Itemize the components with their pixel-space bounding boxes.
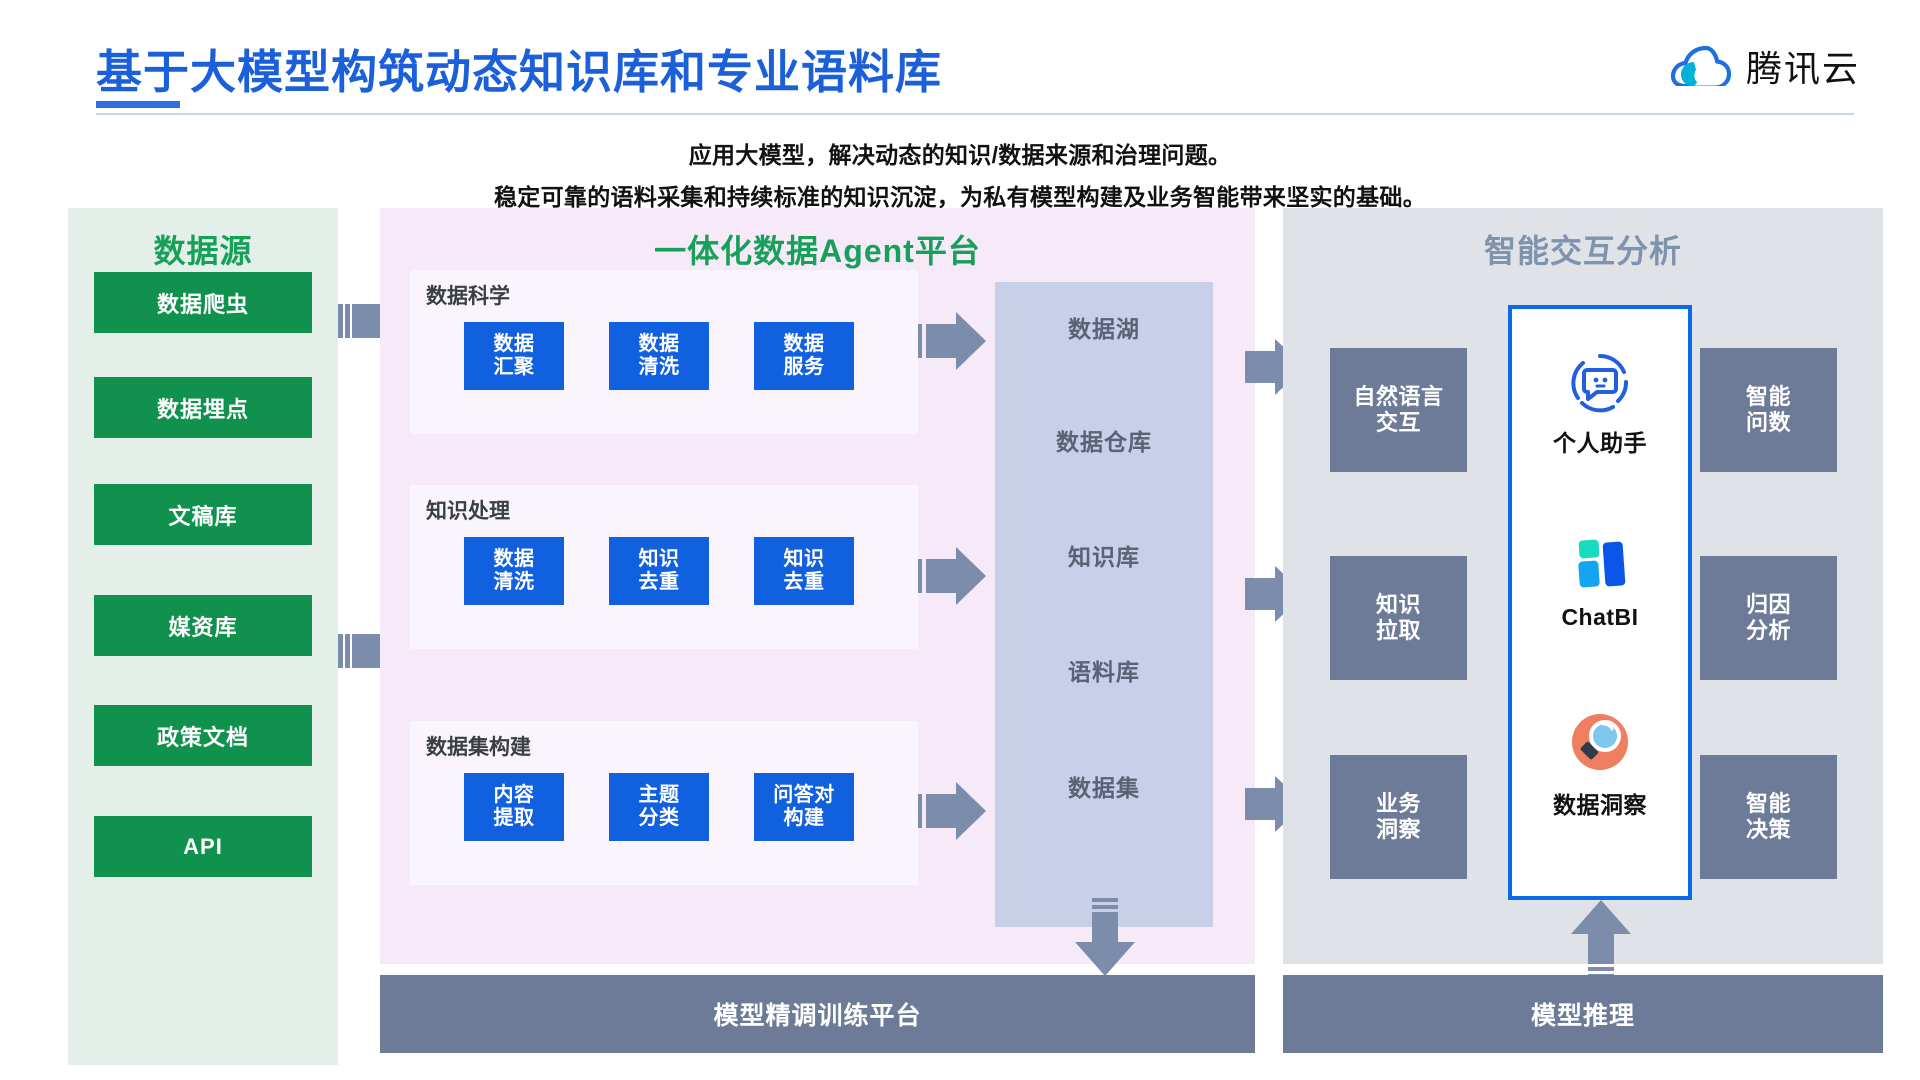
agent-platform-panel-title: 一体化数据Agent平台	[654, 233, 981, 269]
storage-column: 数据湖 数据仓库 知识库 语料库 数据集	[995, 282, 1213, 927]
source-item-crawler[interactable]: 数据爬虫	[94, 272, 312, 333]
storage-item-data-lake[interactable]: 数据湖	[1068, 316, 1140, 342]
step-qa-pair-construction[interactable]: 问答对 构建	[754, 773, 854, 841]
storage-item-dataset[interactable]: 数据集	[1068, 775, 1140, 801]
bottom-bar-training-platform[interactable]: 模型精调训练平台	[380, 975, 1255, 1053]
storage-item-corpus[interactable]: 语料库	[1068, 659, 1140, 685]
source-item-media[interactable]: 媒资库	[94, 595, 312, 656]
data-source-panel-title: 数据源	[153, 233, 253, 269]
subtitle-line-2: 稳定可靠的语料采集和持续标准的知识沉淀，为私有模型构建及业务智能带来坚实的基础。	[494, 184, 1426, 210]
step-line-1: 数据	[493, 333, 535, 355]
page-title: 基于大模型构筑动态知识库和专业语料库	[96, 46, 942, 98]
tile-line-1: 智能	[1745, 790, 1791, 816]
step-line-1: 问答对	[773, 784, 835, 806]
tile-natural-language-interaction[interactable]: 自然语言 交互	[1330, 348, 1467, 472]
card-item-data-insight[interactable]: 数据洞察	[1512, 709, 1688, 820]
group-knowledge-processing-label: 知识处理	[426, 500, 510, 523]
card-label-personal-assistant: 个人助手	[1553, 430, 1647, 456]
step-line-2: 分类	[638, 807, 680, 829]
step-line-2: 去重	[783, 571, 825, 593]
card-item-chatbi[interactable]: ChatBI	[1512, 531, 1688, 631]
tile-line-1: 自然语言	[1353, 383, 1444, 409]
header-divider	[96, 113, 1854, 115]
title-underline-accent	[96, 101, 180, 108]
tile-line-2: 拉取	[1375, 618, 1421, 643]
arrow-group3-to-storage	[918, 780, 988, 847]
source-item-api[interactable]: API	[94, 816, 312, 877]
storage-item-knowledge-base[interactable]: 知识库	[1068, 544, 1140, 570]
analysis-center-card: 个人助手 ChatBI 数据洞察	[1508, 305, 1692, 900]
group-data-science-label: 数据科学	[426, 285, 510, 308]
step-topic-classification[interactable]: 主题 分类	[609, 773, 709, 841]
step-line-2: 提取	[493, 807, 535, 829]
step-line-1: 主题	[638, 784, 680, 806]
step-line-1: 数据	[783, 333, 825, 355]
tile-attribution-analysis[interactable]: 归因 分析	[1700, 556, 1837, 680]
arrow-group1-to-storage	[918, 310, 988, 377]
step-data-service[interactable]: 数据 服务	[754, 322, 854, 390]
tile-intelligent-query[interactable]: 智能 问数	[1700, 348, 1837, 472]
step-line-2: 汇聚	[493, 356, 535, 378]
bottom-bar-model-inference[interactable]: 模型推理	[1283, 975, 1883, 1053]
group-data-science: 数据科学 数据 汇聚 数据 清洗 数据 服务	[410, 270, 918, 434]
tile-knowledge-retrieval[interactable]: 知识 拉取	[1330, 556, 1467, 680]
data-source-panel: 数据源 数据爬虫 数据埋点 文稿库 媒资库 政策文档 API	[68, 208, 338, 1065]
group-dataset-construction: 数据集构建 内容 提取 主题 分类 问答对 构建	[410, 721, 918, 885]
step-content-extraction[interactable]: 内容 提取	[464, 773, 564, 841]
tile-line-2: 分析	[1745, 618, 1791, 643]
step-line-1: 数据	[638, 333, 680, 355]
step-line-1: 知识	[638, 548, 680, 570]
intelligent-analysis-panel-title: 智能交互分析	[1483, 233, 1682, 269]
step-line-2: 构建	[783, 807, 825, 829]
tile-line-2: 问数	[1745, 410, 1791, 435]
tile-line-1: 归因	[1745, 591, 1791, 617]
tile-line-1: 业务	[1375, 790, 1421, 816]
tile-line-2: 决策	[1745, 817, 1791, 842]
magnifier-insight-icon	[1512, 709, 1688, 780]
step-knowledge-dedup-2[interactable]: 知识 去重	[754, 537, 854, 605]
step-data-aggregation[interactable]: 数据 汇聚	[464, 322, 564, 390]
brand-logo-text: 腾讯云	[1745, 48, 1860, 89]
arrow-inference-to-analysis	[1565, 898, 1637, 983]
step-line-2: 清洗	[493, 571, 535, 593]
card-label-chatbi: ChatBI	[1561, 604, 1639, 630]
step-line-2: 服务	[783, 356, 825, 378]
subtitle-line-1: 应用大模型，解决动态的知识/数据来源和治理问题。	[688, 142, 1232, 168]
step-knowledge-dedup-1[interactable]: 知识 去重	[609, 537, 709, 605]
tile-intelligent-decision[interactable]: 智能 决策	[1700, 755, 1837, 879]
step-data-cleaning[interactable]: 数据 清洗	[609, 322, 709, 390]
card-item-personal-assistant[interactable]: 个人助手	[1512, 351, 1688, 458]
storage-item-data-warehouse[interactable]: 数据仓库	[1056, 429, 1152, 455]
step-line-2: 清洗	[638, 356, 680, 378]
step-line-1: 知识	[783, 548, 825, 570]
brand-logo: 腾讯云	[1670, 40, 1860, 92]
card-label-data-insight: 数据洞察	[1553, 792, 1647, 818]
agent-platform-panel: 一体化数据Agent平台 数据科学 数据 汇聚 数据 清洗 数据 服务 知识处理…	[380, 208, 1255, 964]
tile-line-1: 知识	[1375, 591, 1421, 617]
step-line-2: 去重	[638, 571, 680, 593]
source-item-docs[interactable]: 文稿库	[94, 484, 312, 545]
tile-business-insight[interactable]: 业务 洞察	[1330, 755, 1467, 879]
arrow-group2-to-storage	[918, 545, 988, 612]
group-knowledge-processing: 知识处理 数据 清洗 知识 去重 知识 去重	[410, 485, 918, 649]
tencent-cloud-logo-icon	[1670, 42, 1732, 91]
arrow-storage-to-training-platform	[1069, 898, 1141, 983]
tile-line-2: 交互	[1375, 410, 1421, 435]
chat-assistant-icon	[1512, 351, 1688, 418]
tile-line-1: 智能	[1745, 383, 1791, 409]
source-item-tracking[interactable]: 数据埋点	[94, 377, 312, 438]
tile-line-2: 洞察	[1375, 817, 1421, 842]
step-knowledge-cleaning[interactable]: 数据 清洗	[464, 537, 564, 605]
source-item-policy[interactable]: 政策文档	[94, 705, 312, 766]
step-line-1: 数据	[493, 548, 535, 570]
chatbi-logo-icon	[1512, 531, 1688, 598]
group-dataset-construction-label: 数据集构建	[426, 736, 531, 759]
step-line-1: 内容	[493, 784, 535, 806]
